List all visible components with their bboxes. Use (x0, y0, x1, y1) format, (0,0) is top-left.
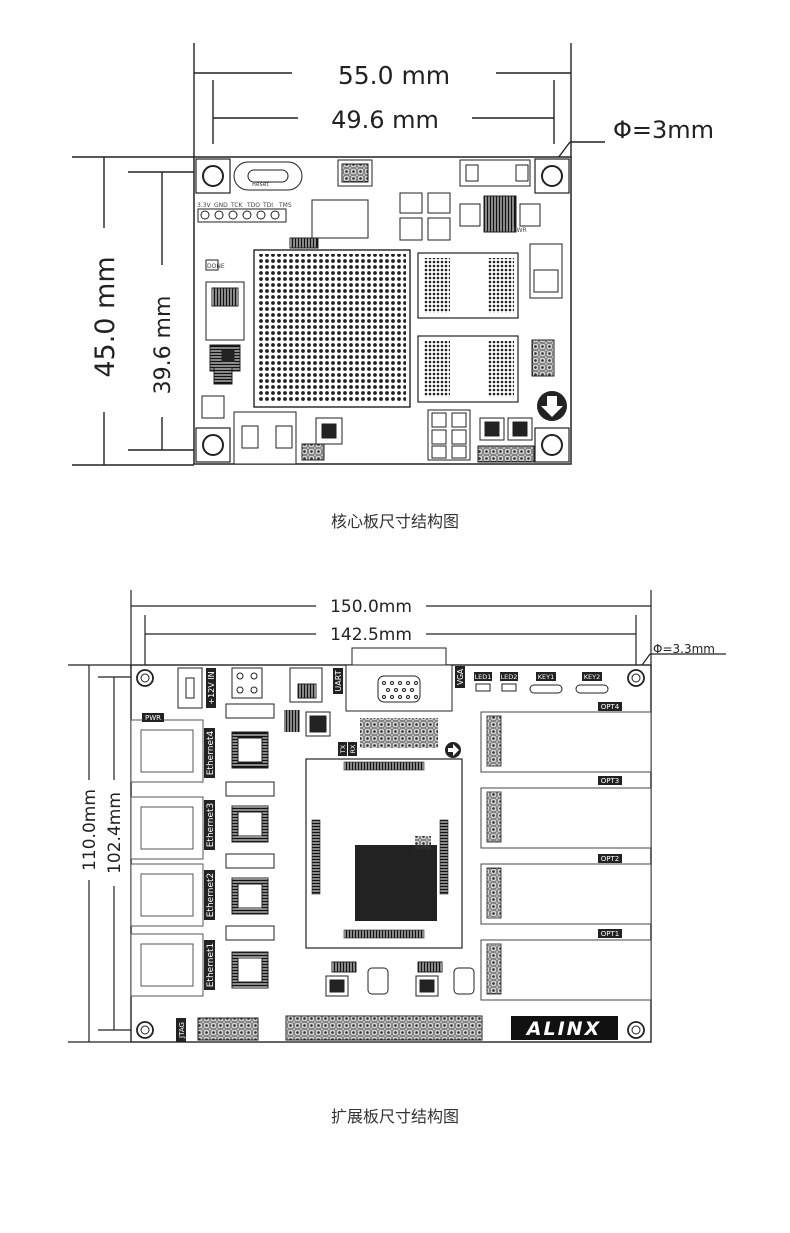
ext-silk-rx: RX (349, 744, 357, 754)
ext-width-inner: 142.5mm (330, 625, 412, 645)
ext-orientation-arrow-icon (445, 742, 461, 758)
ext-passive-array (284, 710, 438, 748)
ext-silk-vga: VGA (456, 668, 465, 685)
ext-silk-jtag: JTAG (178, 1022, 186, 1039)
core-silk-power: PWR (513, 227, 527, 234)
core-caption: 核心板尺寸结构图 (331, 512, 459, 531)
ext-vga-connector (345, 647, 453, 712)
ext-silk-ethernet-2: Ethernet2 (206, 873, 216, 918)
core-hole-label: Φ=3mm (613, 116, 714, 144)
core-silk-header-3: TDO (246, 202, 260, 209)
ext-silk-opt-2: OPT2 (601, 855, 619, 863)
ext-height-outer: 110.0mm (80, 789, 100, 871)
core-height-outer: 45.0 mm (90, 256, 121, 377)
core-top-components (197, 159, 563, 465)
core-silk-header-2: TCK (230, 202, 244, 209)
core-width-outer: 55.0 mm (338, 61, 450, 90)
ext-dimension-lines (68, 590, 726, 1043)
ext-silk-key-0: KEY1 (538, 673, 554, 681)
core-fpga-bga (253, 249, 411, 408)
ext-jtag-label: JTAG (176, 1018, 186, 1042)
ext-silk-ethernet-0: Ethernet4 (206, 730, 216, 775)
core-silk-done: DONE (207, 263, 225, 270)
ext-silk-led-1: LED2 (501, 673, 518, 681)
ext-led-key-labels: LED1 LED2 KEY1 KEY2 (474, 672, 602, 681)
ext-ethernet-jacks (130, 719, 204, 997)
ext-height-inner: 102.4mm (105, 792, 125, 874)
core-silk-header-0: 3.3V (197, 202, 212, 209)
ext-mounting-holes (136, 669, 645, 1039)
ext-bottom-components (197, 961, 483, 1041)
ext-silk-opt-3: OPT1 (601, 930, 619, 938)
core-silk-header-4: TDI (262, 202, 273, 209)
ext-silk-tx: TX (339, 744, 347, 754)
core-ddr-chip-top (417, 252, 519, 319)
ext-phy-chips (225, 703, 275, 989)
ext-silk-led-0: LED1 (475, 673, 492, 681)
core-silk-reset: Reset (252, 181, 269, 188)
core-orientation-arrow-icon (537, 391, 567, 421)
ext-silk-power-in: +12V IN (207, 671, 216, 704)
ext-ethernet-labels: Ethernet4 Ethernet3 Ethernet2 Ethernet1 (204, 728, 216, 990)
core-ddr-chip-bottom (417, 335, 519, 403)
ext-silk-opt-1: OPT3 (601, 777, 619, 785)
ext-hole-label: Φ=3.3mm (653, 642, 715, 656)
ext-power-label: +12V IN UART PWR (142, 668, 343, 722)
ext-silk-opt-0: OPT4 (601, 703, 620, 711)
ext-board-diagram: 150.0mm 142.5mm 110.0mm 102.4mm Φ=3.3mm … (68, 590, 726, 1126)
ext-silk-key-1: KEY2 (584, 673, 600, 681)
ext-core-socket (305, 758, 463, 949)
ext-power-connectors (177, 667, 331, 737)
ext-logo-text: ALINX (525, 1018, 601, 1040)
ext-opt-labels: OPT4 OPT3 OPT2 OPT1 (598, 702, 622, 938)
ext-caption: 扩展板尺寸结构图 (331, 1107, 459, 1126)
core-width-inner: 49.6 mm (331, 106, 439, 134)
core-mounting-holes (195, 158, 570, 463)
core-board-diagram: 55.0 mm 49.6 mm 45.0 mm 39.6 mm Φ=3mm (72, 43, 714, 531)
core-height-inner: 39.6 mm (151, 296, 176, 395)
core-silk-header-5: TMS (278, 202, 292, 209)
ext-alinx-logo: ALINX (511, 1016, 618, 1040)
core-silk-header-1: GND (214, 202, 228, 209)
ext-silk-ethernet-1: Ethernet3 (206, 803, 216, 848)
ext-silk-ethernet-3: Ethernet1 (206, 943, 216, 988)
ext-silk-pwr: PWR (145, 714, 161, 722)
ext-led-key-parts (475, 683, 609, 694)
ext-width-outer: 150.0mm (330, 597, 412, 617)
ext-sfp-cages (480, 711, 652, 1001)
ext-silk-uart: UART (334, 670, 343, 691)
ext-vga-label: VGA (455, 666, 465, 688)
ext-tx-rx-labels: TX RX (338, 742, 357, 756)
